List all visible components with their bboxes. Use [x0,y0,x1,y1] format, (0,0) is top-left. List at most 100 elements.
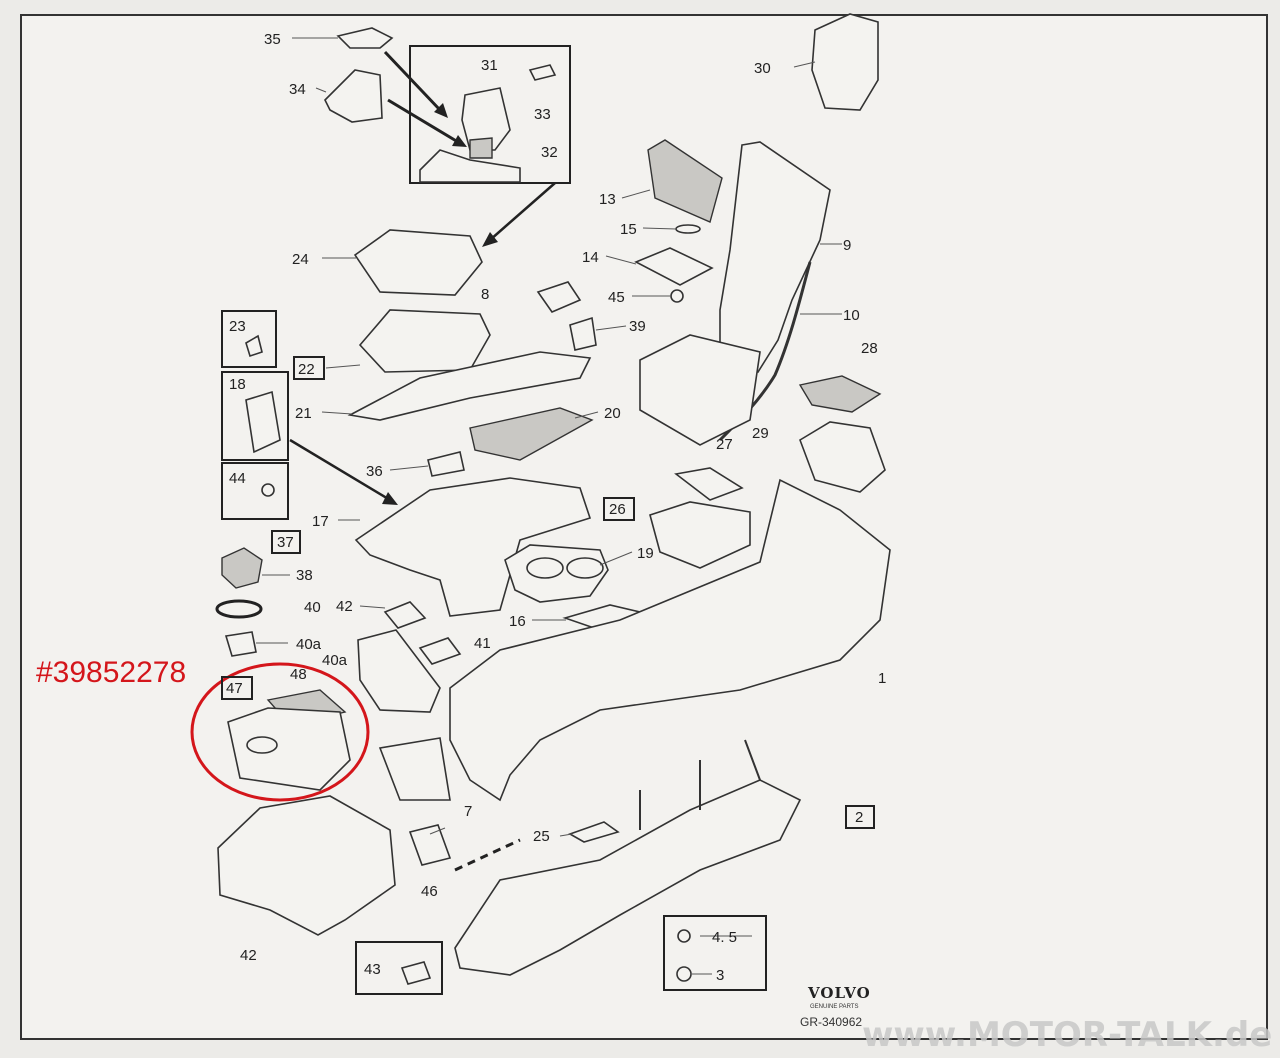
part-8-shape [358,309,491,373]
part-12-shape [634,247,714,286]
box-43 [355,941,443,995]
part-40-shape [357,629,441,713]
callout-44: 44 [229,470,246,487]
part-7-shape [378,737,451,801]
callout-labels: 35 34 31 33 32 30 13 15 9 24 14 8 45 10 … [226,31,886,984]
callout-17: 19 [637,545,654,562]
callout-15: 17 [312,513,329,530]
callout-10: 10 [843,307,860,324]
box-20 [293,356,325,380]
dashed-link-46 [454,838,521,872]
callout-46: 46 [421,883,438,900]
inset-console-shape [419,149,521,183]
callout-32: 34 [289,81,306,98]
reference-number: #39852278 [36,656,186,689]
watermark: www.MOTOR-TALK.de [862,1015,1272,1055]
callout-37: 39 [629,318,646,335]
arrow-16-15 [289,438,391,502]
part-29-shape [461,87,511,151]
part-28-shape [811,13,879,111]
callout-9: 9 [843,237,851,254]
callout-28: 30 [754,60,771,77]
part-3-shape [676,966,692,982]
callout-21: 23 [229,318,246,335]
box-24 [603,497,635,521]
fastener-box [663,915,767,991]
part-47-cup [246,736,278,754]
box-35 [271,530,301,554]
part-43-shape [400,961,432,985]
callout-38: 40 [304,599,321,616]
callout-14: 16 [509,613,526,630]
callout-13: 15 [620,221,637,238]
callout-45: 45 [608,289,625,306]
arrow-inset-22 [489,182,556,241]
arrow-16-15-head [382,492,398,505]
part-9-shape [719,141,831,373]
callout-23: 25 [533,828,550,845]
arrow-32-head [452,135,467,147]
callout-36: 38 [296,567,313,584]
callout-33: 35 [264,31,281,48]
part-45-shape [670,289,684,303]
part-21-shape [245,334,263,358]
part-1-shape [449,478,891,802]
part-47-shape [227,707,351,791]
part-11-shape [647,139,723,223]
part-23-shape [568,821,620,843]
part-44-shape [261,483,275,497]
callout-22: 24 [292,251,309,268]
callout-8: 8 [481,286,489,303]
box-2 [845,805,875,829]
arrow-33-head [434,103,448,118]
callout-19: 21 [295,405,312,422]
part-25-shape [674,467,744,501]
callout-16: 18 [229,376,246,393]
callout-43: 43 [364,961,381,978]
part-38-shape [215,599,263,619]
callout-3: 3 [716,967,724,984]
part-40a-shape [418,637,462,665]
part-34-shape [427,451,465,477]
bracket-near-37-shape [536,281,582,313]
part-22-shape [353,229,483,296]
callout-4-5: 4. 5 [712,929,737,946]
box-16 [221,371,289,461]
callout-42: 42 [240,947,257,964]
brand-subtitle: GENUINE PARTS [810,1004,858,1010]
gear-frame-shape [639,334,761,446]
arrow-33 [383,50,442,112]
base-uprights [639,739,761,830]
arrow-32 [387,98,459,144]
callout-34: 36 [366,463,383,480]
callout-2: 2 [855,809,863,826]
callout-29: 31 [481,57,498,74]
part-18-shape [469,407,594,461]
part-37-shape [569,316,597,351]
callout-24: 26 [609,501,626,518]
callout-35: 37 [277,534,294,551]
part-36-shape [221,547,263,589]
callout-40: 40a [322,652,348,669]
part-13-shape [675,224,701,234]
callout-31: 33 [534,106,551,123]
brand-name: VOLVO [807,984,871,1002]
part-2-shape [454,779,802,976]
callout-39: 40a [296,636,322,653]
callout-48: 48 [290,666,307,683]
leader-lines [256,37,842,975]
part-27-shape [799,421,886,493]
callout-1: 1 [878,670,886,687]
brand-code: GR-340962 [800,1015,862,1029]
callout-11: 13 [599,191,616,208]
callout-12: 14 [582,249,599,266]
callout-18: 20 [604,405,621,422]
part-31-shape [528,64,557,81]
callout-27: 29 [752,425,769,442]
callout-30: 32 [541,144,558,161]
callout-26: 28 [861,340,878,357]
part-24-shape [649,501,751,569]
highlight-circle [190,662,370,802]
